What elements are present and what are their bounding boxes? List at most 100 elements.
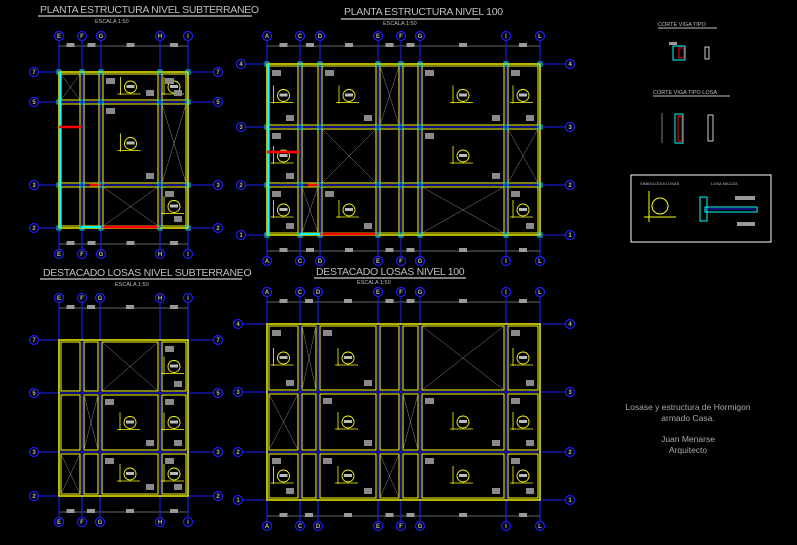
slab-label (459, 420, 467, 423)
void-cross (301, 325, 317, 391)
annotation-block (526, 380, 534, 386)
dimension-label (87, 509, 95, 513)
annotation-block (286, 488, 294, 494)
annotation-block (511, 458, 520, 464)
column-marker (264, 232, 270, 238)
grid-bubble (235, 179, 247, 191)
grid-label: G (418, 34, 423, 40)
grid-label: 7 (32, 338, 36, 344)
slab-panel (83, 341, 99, 392)
svg-text:DESTACADO LOSAS NIVEL 100: DESTACADO LOSAS NIVEL 100 (316, 266, 465, 278)
grid-bubble (212, 66, 224, 78)
grid-bubble (53, 292, 65, 304)
slab-panel (60, 103, 81, 184)
grid-bubble (564, 121, 576, 133)
grid-label: 3 (32, 450, 36, 456)
slab-symbol (456, 469, 470, 483)
grid-label: C (298, 290, 303, 296)
slab-label (459, 154, 467, 157)
grid-bubble (372, 286, 384, 298)
grid-label: D (316, 524, 321, 530)
column-marker (185, 69, 191, 75)
slab-label (170, 420, 178, 424)
grid-bubble (294, 286, 306, 298)
annotation-block (511, 191, 520, 197)
column-marker (264, 61, 270, 67)
project-info: Losase y estructura de Hormigon armado C… (598, 402, 778, 456)
grid-label: E (376, 524, 380, 530)
grid-label: A (265, 259, 270, 265)
grid-label: 3 (568, 390, 572, 396)
dimension-label (385, 43, 394, 47)
grid-label: L (538, 290, 542, 296)
grid-label: 4 (239, 62, 243, 68)
plan-title-3: DESTACADO LOSAS NIVEL SUBTERRANEO ESCALA… (40, 267, 252, 288)
dimension-label (385, 513, 394, 517)
slab-symbol (277, 89, 290, 102)
grid-bubble (261, 30, 273, 42)
slab-label (279, 474, 288, 477)
slab-symbol (167, 416, 181, 429)
slab-panel (402, 128, 419, 184)
dimension-label (306, 248, 314, 252)
annotation-block (511, 398, 520, 404)
grid-bubble (395, 255, 407, 267)
slab-symbol (516, 351, 530, 365)
slab-label (279, 356, 288, 359)
slab-panel (402, 325, 419, 391)
grid-bubble (395, 286, 407, 298)
grid-label: I (505, 259, 507, 265)
dimension-label (66, 509, 75, 513)
grid-label: F (80, 252, 84, 258)
grid-bubble (261, 520, 273, 532)
grid-label: 1 (568, 233, 572, 239)
grid-label: 3 (568, 125, 572, 131)
grid-bubble (500, 520, 512, 532)
slab-label (126, 85, 135, 88)
grid-bubble (500, 255, 512, 267)
slab-symbol (456, 149, 470, 163)
annotation-block (165, 78, 174, 84)
author-role: Arquitecto (668, 445, 708, 455)
void-cross (421, 325, 505, 391)
grid-bubble (564, 446, 576, 458)
grid-bubble (500, 286, 512, 298)
grid-label: 2 (32, 226, 36, 232)
grid-label: C (298, 524, 303, 530)
grid-bubble (212, 96, 224, 108)
grid-label: F (399, 290, 403, 296)
grid-bubble (314, 30, 326, 42)
grid-bubble (312, 286, 324, 298)
grid-label: 2 (236, 450, 240, 456)
slab-panel (268, 393, 299, 451)
annotation-block (174, 90, 182, 96)
grid-bubble (28, 334, 40, 346)
slab-panel (507, 393, 539, 451)
annotation-block (286, 173, 294, 179)
grid-label: E (376, 290, 380, 296)
svg-text:ESCALA 1:50: ESCALA 1:50 (95, 19, 129, 25)
column-marker (56, 99, 62, 105)
annotation-block (492, 173, 500, 179)
project-description-line-2: armado Casa. (661, 413, 715, 423)
slab-panel (301, 393, 317, 451)
grid-bubble (95, 30, 107, 42)
column-marker (398, 232, 404, 238)
grid-label: 5 (32, 391, 36, 397)
slab-symbol (167, 360, 181, 373)
grid-bubble (314, 255, 326, 267)
grid-bubble (28, 66, 40, 78)
grid-bubble (564, 318, 576, 330)
slab-panel (402, 186, 419, 234)
grid-label: H (158, 34, 162, 40)
slab-panel (379, 65, 400, 126)
grid-label: 2 (32, 494, 36, 500)
slab-symbol (341, 415, 355, 429)
grid-bubble (28, 387, 40, 399)
slab-symbol (516, 469, 530, 483)
section-detail-1: CORTE VIGA TIPO (658, 22, 717, 61)
slab-symbol (167, 467, 181, 481)
grid-label: A (265, 34, 270, 40)
slab-panel (421, 186, 505, 234)
